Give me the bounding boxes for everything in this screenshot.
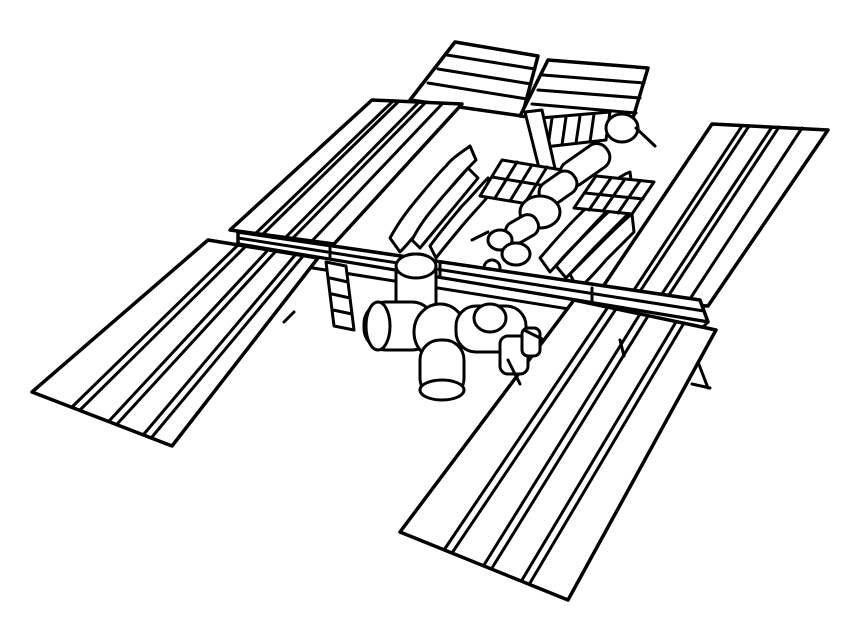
top-solar-array bbox=[408, 40, 650, 130]
lower-right-solar-panel bbox=[398, 298, 718, 602]
habitation-modules bbox=[362, 252, 546, 402]
upper-left-solar-panel bbox=[228, 98, 464, 246]
hanging-radiator bbox=[324, 260, 356, 332]
module-chain bbox=[470, 142, 612, 278]
lower-left-solar-panel bbox=[30, 238, 320, 448]
station-details bbox=[282, 310, 712, 390]
upper-right-solar-panel bbox=[592, 122, 830, 308]
